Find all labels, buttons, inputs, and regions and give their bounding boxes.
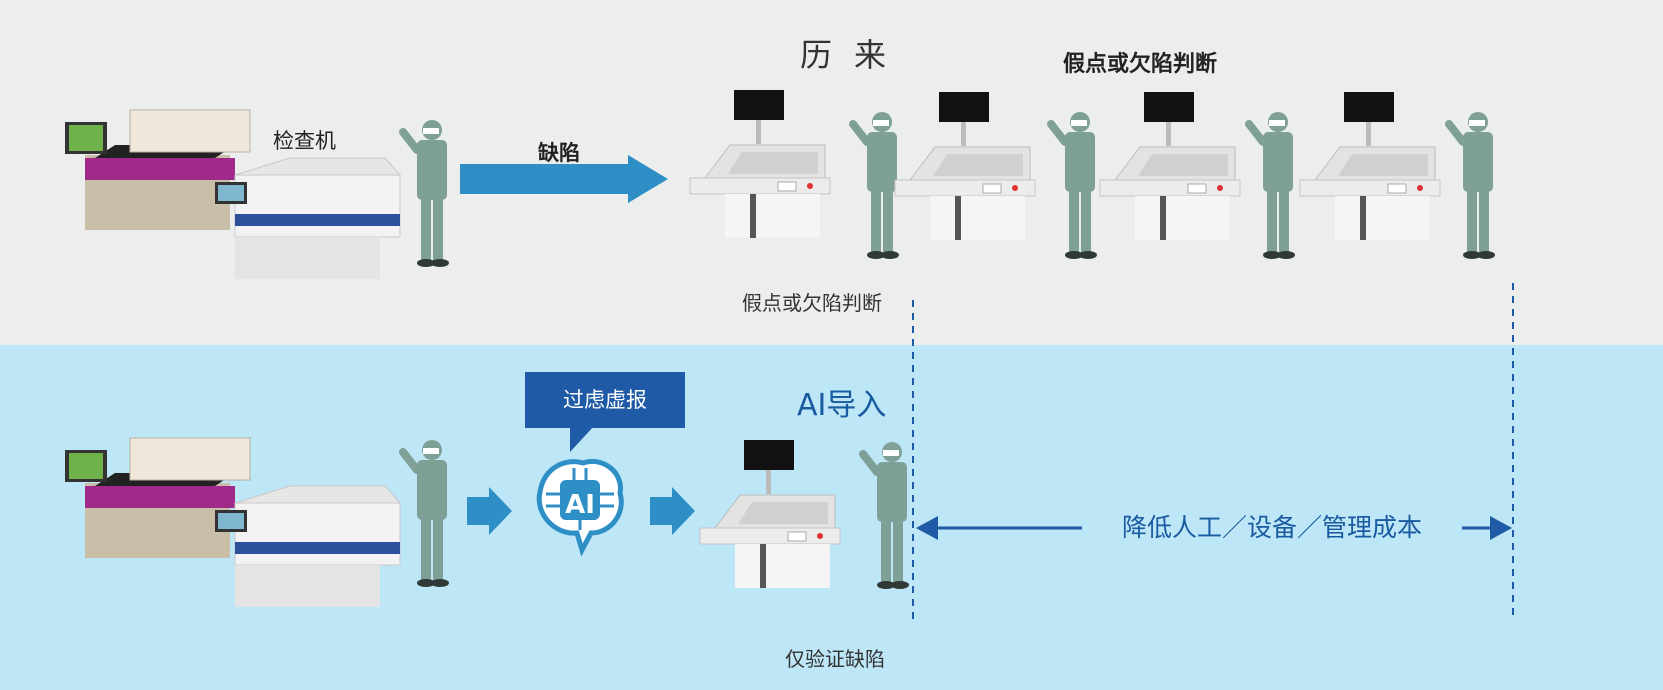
review-station bbox=[894, 91, 1036, 241]
worker-icon bbox=[1449, 112, 1495, 259]
judge-heading: 假点或欠陷判断 bbox=[1063, 52, 1218, 77]
arrow-body bbox=[467, 497, 491, 525]
arrow-head bbox=[489, 487, 512, 535]
cost-arrow-right-head bbox=[1490, 516, 1512, 540]
arrow-head bbox=[628, 155, 668, 203]
review-station bbox=[1099, 91, 1241, 241]
review-station bbox=[689, 89, 831, 239]
filter-callout-text: 过虑虚报 bbox=[563, 388, 647, 412]
ai-intro-heading: AI导入 bbox=[797, 388, 887, 423]
machine-label: 检查机 bbox=[273, 129, 336, 153]
defect-label: 缺陷 bbox=[538, 141, 580, 165]
arrow-body bbox=[460, 164, 630, 194]
judge-label: 假点或欠陷判断 bbox=[742, 291, 882, 315]
worker-icon bbox=[403, 440, 449, 587]
worker-icon bbox=[403, 120, 449, 267]
worker-icon bbox=[1249, 112, 1295, 259]
history-heading: 历来 bbox=[800, 36, 909, 74]
cost-reduction-label: 降低人工／设备／管理成本 bbox=[1082, 511, 1462, 545]
filter-callout-tail bbox=[570, 426, 594, 452]
ai-badge-label: AI bbox=[565, 490, 595, 520]
arrow-head bbox=[672, 487, 695, 535]
filter-callout: 过虑虚报 bbox=[525, 372, 685, 428]
inspection-machine-bottom bbox=[64, 437, 401, 608]
worker-icon bbox=[1051, 112, 1097, 259]
review-station bbox=[699, 439, 841, 589]
worker-icon bbox=[863, 442, 909, 589]
inspection-machine-top bbox=[64, 109, 401, 280]
verify-label: 仅验证缺陷 bbox=[785, 647, 885, 671]
worker-icon bbox=[853, 112, 899, 259]
cost-arrow-left-head bbox=[916, 516, 938, 540]
review-station bbox=[1299, 91, 1441, 241]
arrow-body bbox=[650, 497, 674, 525]
